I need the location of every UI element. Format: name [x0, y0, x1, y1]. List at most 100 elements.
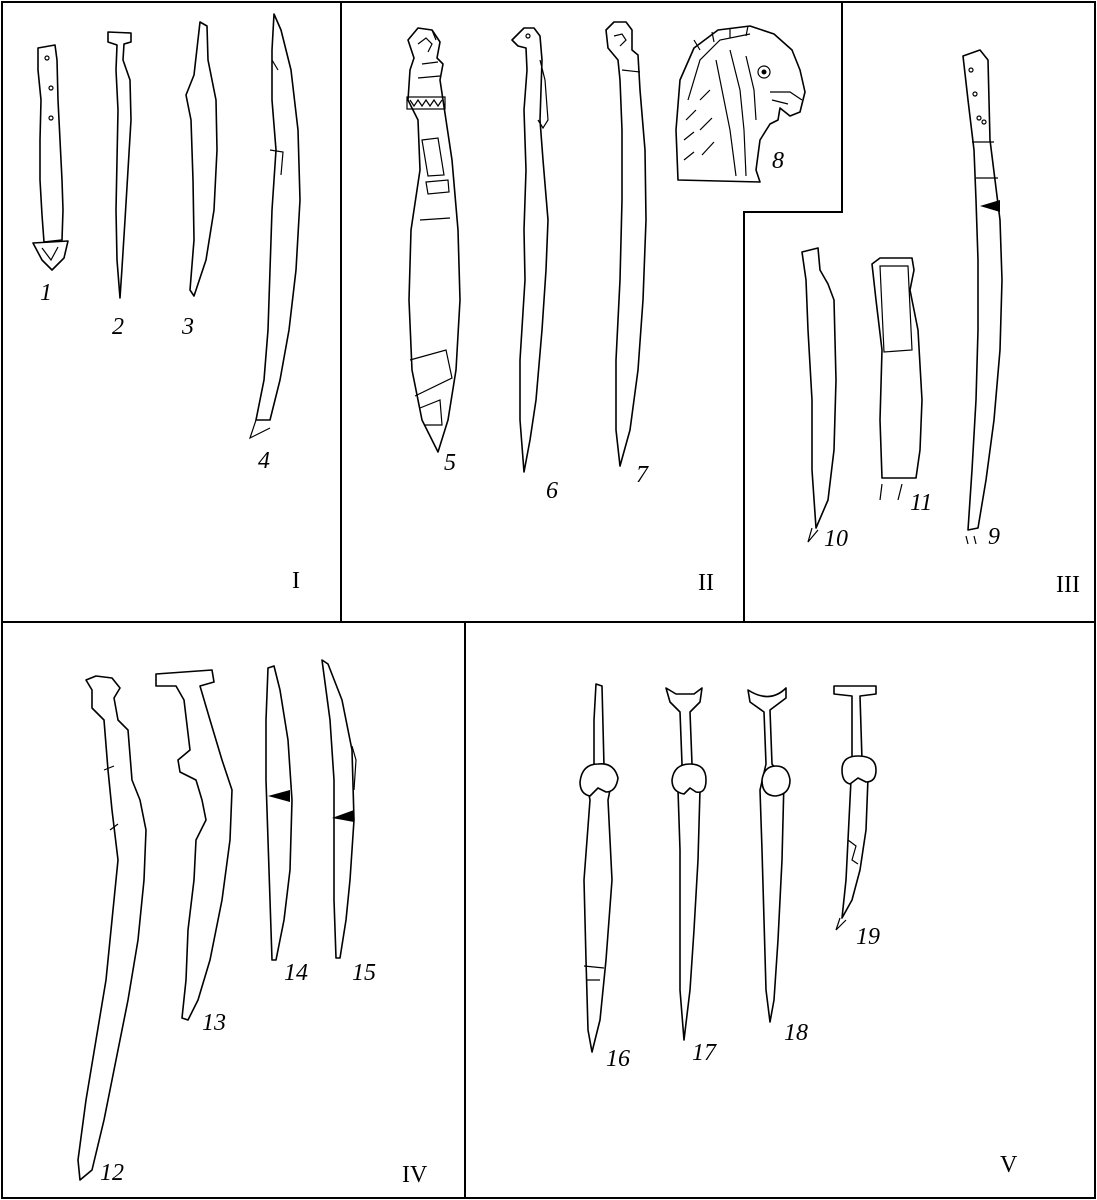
artifact-19-guard: [841, 755, 877, 785]
artifact-15-ridge: [351, 745, 357, 791]
artifact-1-rivet: [44, 55, 50, 61]
artifact-5-outline: [407, 27, 461, 453]
artifact-9-rivet: [981, 119, 987, 125]
artifact-6-outline: [511, 27, 549, 473]
panel-frame-V: [464, 621, 1096, 1199]
artifact-9-tip: [965, 535, 977, 545]
artifact-1-pommel: [32, 240, 69, 271]
artifact-8-eye: [757, 65, 771, 79]
artifact-14-section-mark: [268, 790, 290, 802]
figure-number: 13: [202, 1010, 226, 1036]
artifact-5-segment: [419, 399, 443, 426]
artifact-8-beak: [770, 91, 803, 105]
artifact-5: [406, 27, 461, 453]
figure-number: 1: [40, 280, 52, 306]
artifact-2: [107, 31, 132, 299]
figure-number: 19: [856, 924, 880, 950]
artifact-9-rivet: [976, 115, 982, 121]
artifact-7-crack: [621, 69, 641, 73]
artifact-19-outline: [833, 685, 877, 919]
figure-number: 4: [258, 448, 270, 474]
figure-number: 12: [100, 1160, 124, 1186]
artifact-17-outline: [665, 687, 703, 1041]
figure-number: 11: [910, 490, 932, 516]
artifact-1-rivet: [48, 115, 54, 121]
panel-V: 16 17 18 19 V: [579, 683, 1018, 1178]
artifact-11-break: [879, 483, 903, 501]
artifact-19-break: [835, 839, 859, 931]
figure-number: 17: [692, 1040, 717, 1066]
artifact-6-eye: [525, 33, 531, 39]
artifact-3: [185, 21, 218, 297]
artifact-9-outline: [962, 49, 1003, 531]
artifact-5-segment: [409, 349, 453, 397]
artifact-18-guard: [761, 765, 791, 797]
figure-number: 8: [772, 148, 784, 174]
artifact-1: [32, 44, 69, 271]
artifact-13: [155, 669, 233, 1021]
artifact-14-outline: [265, 665, 293, 961]
artifact-12-crack: [103, 765, 119, 831]
artifact-16-break: [583, 965, 605, 981]
artifact-10: [801, 247, 837, 543]
artifact-16-outline: [583, 683, 613, 1053]
artifact-15-section-mark: [332, 810, 354, 822]
artifact-9-rivet: [972, 91, 978, 97]
artifact-16-guard: [579, 762, 619, 797]
figure-number: 16: [606, 1046, 630, 1072]
panel-frame-IV: [1, 621, 466, 1199]
artifact-15: [321, 659, 357, 959]
artifact-4-outline: [255, 13, 301, 421]
figure-number: 9: [988, 524, 1000, 550]
artifact-5-segment: [425, 179, 450, 195]
panel-III: 10 11 9 III: [801, 49, 1080, 598]
artifact-7-outline: [605, 21, 647, 467]
artifact-10-outline: [801, 247, 837, 529]
artifact-4-crack: [269, 59, 284, 176]
figure-number: 6: [546, 478, 558, 504]
figure-number: 2: [112, 314, 124, 340]
artifact-8-pupil: [761, 69, 767, 75]
figure-number: 3: [181, 314, 194, 340]
figure-number: 5: [444, 450, 456, 476]
artifact-13-outline: [155, 669, 233, 1021]
artifact-8-eagle-head: [675, 25, 806, 183]
artifact-18-outline: [747, 687, 787, 1023]
artifact-9-rivet: [968, 67, 974, 73]
artifact-12: [77, 675, 147, 1181]
panel-II: 5 6 7 8 II: [406, 21, 806, 596]
artifact-4-tip: [248, 419, 271, 440]
figure-number: 10: [824, 526, 848, 552]
figure-number: 18: [784, 1020, 808, 1046]
panel-I: 1 2 3 4 I: [32, 13, 301, 594]
panel-IV: 12 13 14 15 IV: [77, 659, 428, 1188]
panel-number: I: [292, 568, 300, 594]
artifact-12-outline: [77, 675, 147, 1181]
artifact-9: [962, 49, 1003, 545]
panel-number: IV: [402, 1162, 428, 1188]
artifact-10-tip: [807, 527, 819, 543]
artifact-14: [265, 665, 293, 961]
panel-number: V: [1000, 1152, 1018, 1178]
panel-number: II: [698, 570, 714, 596]
artifact-9-crack: [972, 141, 998, 179]
artifact-7-hook: [613, 33, 627, 47]
artifact-2-outline: [107, 31, 132, 299]
artifact-8-crest: [687, 25, 751, 101]
artifact-1-pommel-line: [41, 246, 59, 262]
artifact-16: [579, 683, 619, 1053]
artifact-3-outline: [185, 21, 218, 297]
artifact-5-guard: [406, 96, 446, 110]
artifact-5-guard-ornament: [409, 98, 443, 108]
artifact-7: [605, 21, 647, 467]
artifact-6: [511, 27, 549, 473]
artifact-9-section-mark: [980, 200, 1000, 212]
artifact-1-rivet: [48, 85, 54, 91]
artifact-17-guard: [671, 763, 707, 795]
artifact-11-sheath: [879, 265, 913, 353]
artifact-6-tang-slot: [537, 59, 549, 130]
artifact-11: [871, 257, 923, 501]
artifact-8-outline: [675, 25, 806, 183]
artifact-15-outline: [321, 659, 355, 959]
